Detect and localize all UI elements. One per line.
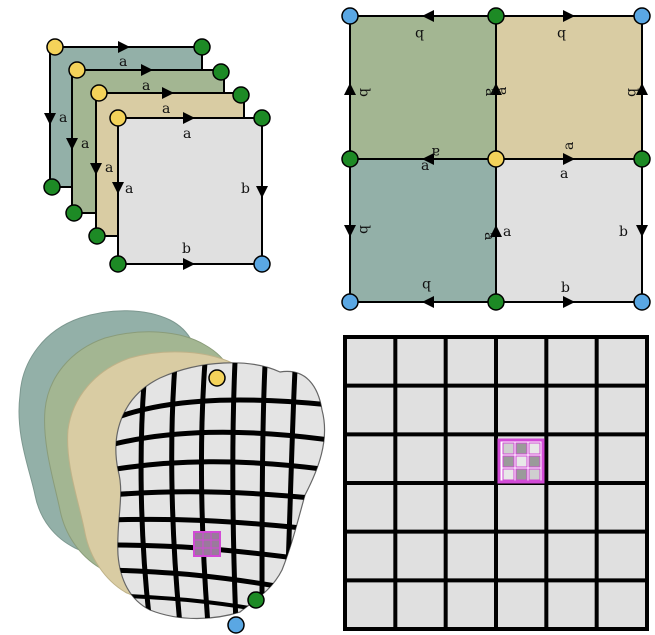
label-bottom-left: b	[422, 277, 431, 293]
node-green	[342, 151, 358, 167]
tile-highlight	[499, 440, 543, 482]
label-top-4: a	[183, 126, 191, 142]
label-bottom: b	[182, 241, 191, 257]
quad-tan	[496, 16, 642, 159]
label-right-lower: b	[619, 224, 628, 240]
node-blue	[342, 294, 358, 310]
label-center-left-bottom: a	[421, 158, 429, 174]
unfolded-grid: b b b b a a a a a a b b a a b b	[342, 8, 650, 310]
label-mid-lower-right: a	[503, 224, 511, 240]
label-left-3: a	[105, 160, 113, 176]
stacked-squares: a a a a a a a a b b	[44, 39, 270, 272]
label-left-4: a	[125, 181, 133, 197]
node-yellow	[488, 151, 504, 167]
node-green	[634, 151, 650, 167]
node-blue	[634, 8, 650, 24]
label-left-2: a	[81, 136, 89, 152]
node-blue	[254, 256, 270, 272]
node-green	[66, 205, 82, 221]
node-green	[254, 110, 270, 126]
node-green	[110, 256, 126, 272]
label-top-3: a	[162, 101, 170, 117]
label-top-left: b	[415, 26, 424, 42]
label-center-left-top: a	[432, 144, 440, 160]
node-yellow	[91, 85, 107, 101]
node-yellow	[69, 62, 85, 78]
stacked-heads	[19, 311, 330, 633]
label-right: b	[241, 181, 250, 197]
label-mid-upper-right: a	[494, 87, 510, 95]
label-center-right-top: a	[561, 142, 577, 150]
node-blue	[634, 294, 650, 310]
head-highlight-patch	[194, 532, 220, 556]
node-blue	[342, 8, 358, 24]
node-green	[89, 228, 105, 244]
label-bottom-right: b	[561, 280, 570, 296]
node-green	[233, 87, 249, 103]
label-left-1: a	[59, 110, 67, 126]
label-center-right-bottom: a	[560, 166, 568, 182]
layer-gray: a a b b	[112, 112, 268, 270]
node-green	[488, 294, 504, 310]
node-blue	[228, 617, 244, 633]
label-right-upper: b	[624, 88, 640, 97]
node-green	[248, 592, 264, 608]
node-yellow	[209, 370, 225, 386]
node-green	[194, 39, 210, 55]
node-green	[213, 64, 229, 80]
label-left-upper: b	[356, 88, 372, 97]
label-left-lower: b	[356, 225, 372, 234]
node-green	[44, 179, 60, 195]
node-yellow	[110, 110, 126, 126]
label-top-1: a	[119, 54, 127, 70]
label-mid-lower-left: a	[481, 232, 497, 240]
label-top-right: b	[557, 26, 566, 42]
tile-grid	[345, 337, 647, 629]
node-green	[488, 8, 504, 24]
label-top-2: a	[142, 78, 150, 94]
node-yellow	[47, 39, 63, 55]
